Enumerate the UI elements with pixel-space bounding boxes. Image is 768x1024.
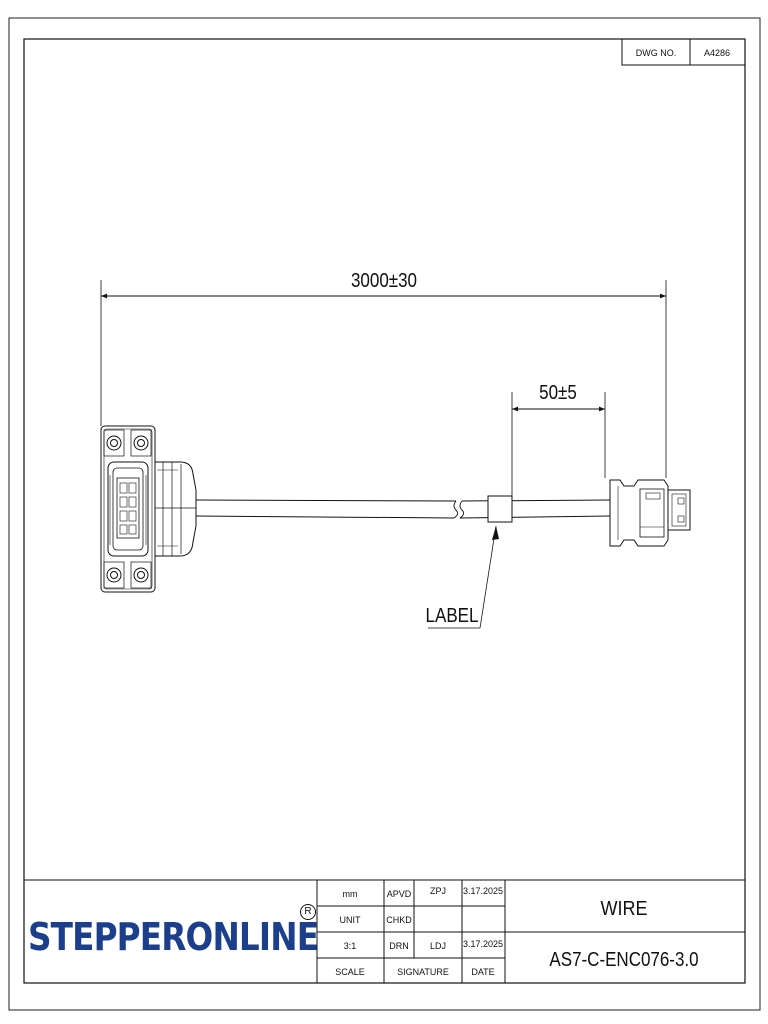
apvd-date: 3.17.2025: [463, 886, 503, 896]
apvd-signature: ZPJ: [430, 886, 446, 896]
overall-dimension: 3000±30: [100, 269, 667, 478]
part-type: WIRE: [601, 898, 648, 920]
label-callout-text: LABEL: [426, 604, 479, 627]
dwg-no-block: DWG NO. A4286: [621, 38, 746, 66]
date-label: DATE: [471, 967, 494, 977]
title-block: [24, 879, 745, 983]
unit-label: UNIT: [340, 915, 361, 925]
scale-label: SCALE: [335, 967, 365, 977]
cable: [195, 499, 611, 519]
brand-logo: STEPPERONLINE: [28, 915, 319, 959]
drn-signature: LDJ: [430, 941, 446, 951]
part-number: AS7-C-ENC076-3.0: [549, 948, 698, 971]
unit-value: mm: [343, 889, 358, 899]
registered-mark: R: [300, 904, 316, 920]
drn-label: DRN: [389, 941, 409, 951]
apvd-label: APVD: [387, 889, 412, 899]
label-sleeve: [487, 495, 513, 523]
drn-date: 3.17.2025: [463, 939, 503, 949]
label-offset-text: 50±5: [539, 381, 577, 404]
left-connector: [100, 425, 197, 593]
label-offset-dimension: 50±5: [511, 381, 606, 496]
dwg-no-value: A4286: [704, 48, 730, 58]
overall-length-text: 3000±30: [351, 269, 417, 292]
dwg-no-label: DWG NO.: [636, 48, 677, 58]
outer-border: [8, 17, 761, 1011]
chkd-label: CHKD: [386, 915, 412, 925]
right-connector: [609, 479, 691, 547]
signature-label: SIGNATURE: [397, 967, 449, 977]
scale-value: 3:1: [344, 941, 357, 951]
label-callout: LABEL: [426, 525, 499, 629]
